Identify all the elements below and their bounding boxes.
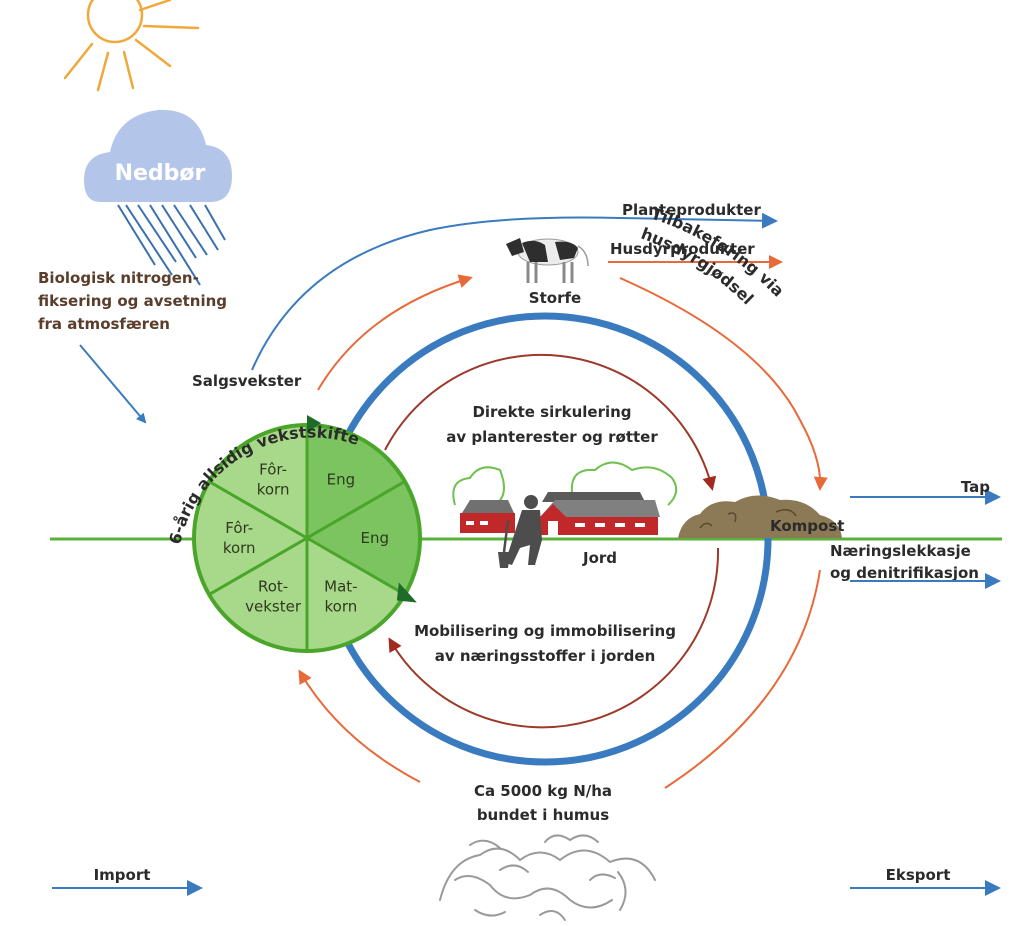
plant-products-arrow [251, 212, 778, 371]
svg-text:fiksering og avsetning: fiksering og avsetning [38, 292, 227, 310]
rotation-segment-label: Fôr- [259, 460, 287, 478]
sun-icon [63, 0, 200, 92]
rotation-segment-label: korn [223, 539, 256, 557]
mobilisation-arrow [388, 547, 720, 729]
mobilisation-label-2: av næringsstoffer i jorden [435, 647, 656, 665]
loss-label: Tap [961, 478, 990, 496]
svg-text:Biologisk nitrogen-: Biologisk nitrogen- [38, 269, 199, 287]
rotation-segment-label: Rot- [258, 578, 288, 596]
rotation-segment-label: Eng [361, 529, 390, 547]
rotation-segment-label: Eng [327, 470, 356, 488]
direct-cycling-label-2: av planterester og røtter [446, 428, 658, 446]
direct-cycling-arrow [384, 353, 717, 491]
crop-rotation-wheel: EngEngMat-kornRot-veksterFôr-kornFôr-kor… [192, 415, 422, 653]
cloud-label: Nedbør [115, 161, 206, 186]
compost-heap-icon [678, 495, 842, 538]
svg-text:fra atmosfæren: fra atmosfæren [38, 315, 170, 333]
rotation-segment-label: korn [325, 598, 358, 616]
plant-products-label: Planteprodukter [622, 201, 761, 219]
cattle-label: Storfe [529, 289, 581, 307]
farmer-icon [498, 495, 542, 568]
direct-cycling-label-1: Direkte sirkulering [472, 403, 631, 421]
cow-icon [506, 238, 589, 283]
rotation-segment-label: korn [257, 480, 290, 498]
compost-label: Kompost [770, 517, 844, 535]
rain-lines [117, 204, 226, 286]
import-label: Import [94, 866, 151, 884]
rotation-direction-icon [396, 582, 417, 603]
rotation-segment-label: Mat- [324, 578, 357, 596]
rotation-segment-label: vekster [245, 598, 302, 616]
humus-label-1: Ca 5000 kg N/ha [474, 782, 612, 800]
atmosphere-arrow [79, 344, 147, 424]
cloud-icon: Nedbør [84, 109, 232, 286]
rotation-direction-icon [307, 415, 321, 433]
leaching-label-2: og denitrifikasjon [830, 564, 979, 582]
farm-illustration [452, 461, 678, 535]
animal-products-label: Husdyrprodukter [610, 240, 755, 258]
export-label: Eksport [886, 866, 951, 884]
humus-label-2: bundet i humus [477, 806, 609, 824]
to-cattle-arrow [317, 274, 473, 391]
soil-label: Jord [582, 549, 617, 567]
rotation-segment-label: Fôr- [225, 519, 253, 537]
humus-structure-icon [439, 834, 656, 921]
atmosphere-label: Biologisk nitrogen- fiksering og avsetni… [38, 269, 227, 333]
leaching-label-1: Næringslekkasje [830, 542, 971, 560]
mobilisation-label-1: Mobilisering og immobilisering [414, 622, 676, 640]
compost-to-humus-arrow [664, 569, 821, 789]
humus-to-rotation-arrow [298, 669, 421, 783]
manure-return-arrow [619, 277, 828, 491]
cash-crops-label: Salgsvekster [192, 372, 302, 390]
